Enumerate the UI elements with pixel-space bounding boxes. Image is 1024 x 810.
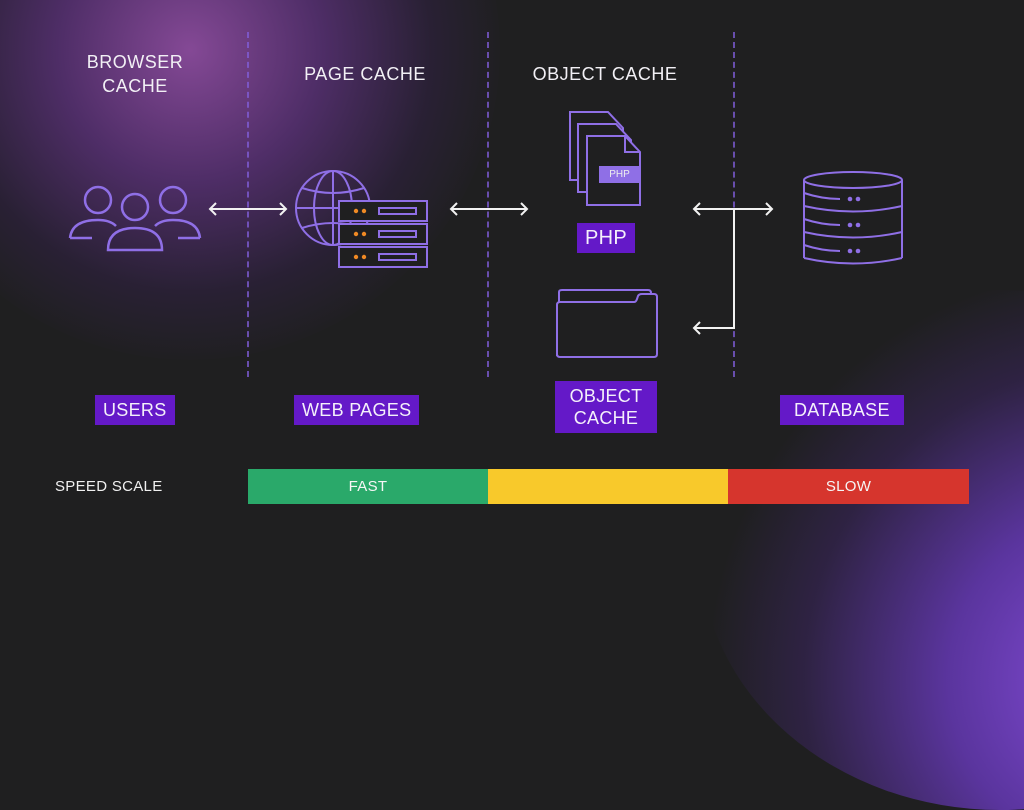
column-divider	[487, 32, 489, 377]
column-divider	[733, 32, 735, 377]
heading-browser-cache: BROWSER CACHE	[60, 50, 210, 98]
php-file-tag: PHP	[609, 169, 630, 180]
server-led	[353, 208, 359, 214]
user-head	[83, 185, 113, 215]
php-files-icon	[569, 111, 641, 206]
user-head	[120, 192, 150, 222]
speed-scale-label: SPEED SCALE	[55, 478, 163, 495]
users-icon	[68, 185, 202, 252]
background-glow-bottom-right	[700, 290, 1024, 810]
database-icon	[803, 171, 903, 265]
server-unit	[338, 223, 428, 245]
branch-connector	[692, 202, 774, 335]
server-led	[361, 208, 367, 214]
server-unit	[338, 246, 428, 268]
speed-segment-fast: FAST	[248, 469, 488, 504]
user-body	[154, 218, 202, 240]
bidirectional-arrow	[449, 202, 529, 216]
label-object-cache: OBJECT CACHE	[555, 381, 657, 433]
bidirectional-arrow	[208, 202, 288, 216]
label-line: OBJECT	[569, 386, 643, 406]
user-body	[106, 226, 164, 252]
label-database: DATABASE	[780, 395, 904, 425]
server-led	[361, 254, 367, 260]
user-body	[68, 218, 117, 240]
folder-icon	[556, 289, 658, 358]
user-head	[158, 185, 188, 215]
speed-segment-medium	[488, 469, 728, 504]
server-unit	[338, 200, 428, 222]
label-users: USERS	[95, 395, 175, 425]
web-server-icon	[295, 170, 428, 268]
column-divider	[247, 32, 249, 377]
heading-line: CACHE	[102, 76, 168, 96]
label-web-pages: WEB PAGES	[294, 395, 420, 425]
speed-segment-slow: SLOW	[728, 469, 969, 504]
label-line: CACHE	[573, 408, 639, 428]
php-label: PHP	[577, 223, 636, 253]
server-led	[353, 254, 359, 260]
server-led	[361, 231, 367, 237]
server-led	[353, 231, 359, 237]
heading-line: BROWSER	[86, 52, 184, 72]
heading-object-cache: OBJECT CACHE	[532, 64, 678, 84]
heading-page-cache: PAGE CACHE	[304, 64, 426, 84]
